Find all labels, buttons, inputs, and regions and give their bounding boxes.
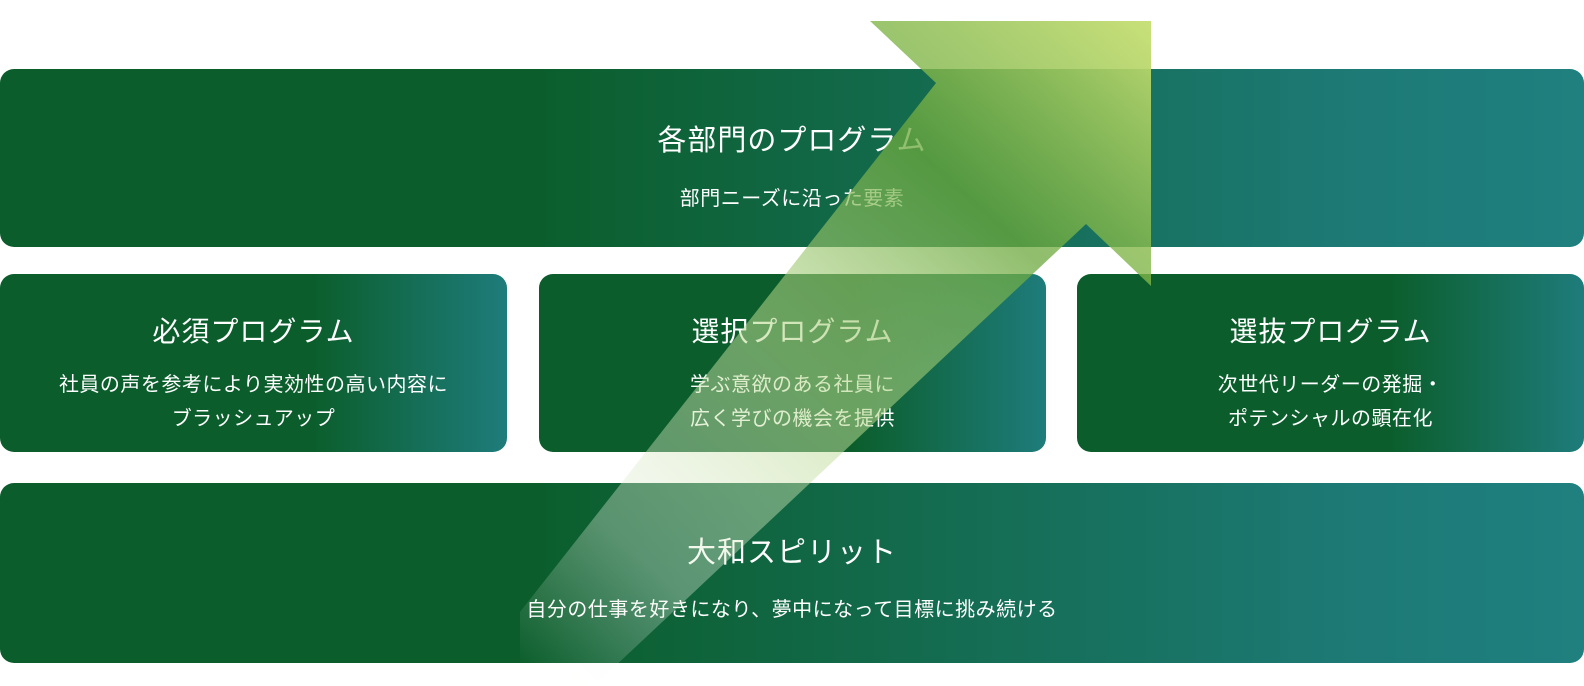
department-programs-box: 各部門のプログラム 部門ニーズに沿った要素 xyxy=(0,69,1584,247)
elective-program-desc-line-2: 広く学びの機会を提供 xyxy=(690,406,895,430)
daiwa-spirit-box: 大和スピリット 自分の仕事を好きになり、夢中になって目標に挑み続ける xyxy=(0,483,1584,663)
required-program-box: 必須プログラム 社員の声を参考により実効性の高い内容に ブラッシュアップ xyxy=(0,274,507,452)
selective-program-box: 選抜プログラム 次世代リーダーの発掘・ ポテンシャルの顕在化 xyxy=(1077,274,1584,452)
elective-program-box: 選択プログラム 学ぶ意欲のある社員に 広く学びの機会を提供 xyxy=(539,274,1046,452)
elective-program-desc-line-1: 学ぶ意欲のある社員に xyxy=(690,372,895,396)
required-program-desc-line-1: 社員の声を参考により実効性の高い内容に xyxy=(58,372,449,396)
selective-program-title: 選抜プログラム xyxy=(1229,315,1432,348)
elective-program-title: 選択プログラム xyxy=(691,315,894,348)
required-program-title: 必須プログラム xyxy=(152,315,355,348)
department-programs-title: 各部門のプログラム xyxy=(657,123,927,157)
department-programs-subtitle: 部門ニーズに沿った要素 xyxy=(679,186,905,210)
selective-program-desc-line-2: ポテンシャルの顕在化 xyxy=(1228,406,1433,430)
daiwa-spirit-subtitle: 自分の仕事を好きになり、夢中になって目標に挑み続ける xyxy=(526,597,1058,621)
required-program-desc-line-2: ブラッシュアップ xyxy=(171,406,336,430)
daiwa-spirit-title: 大和スピリット xyxy=(686,535,897,569)
selective-program-desc-line-1: 次世代リーダーの発掘・ xyxy=(1217,372,1444,396)
